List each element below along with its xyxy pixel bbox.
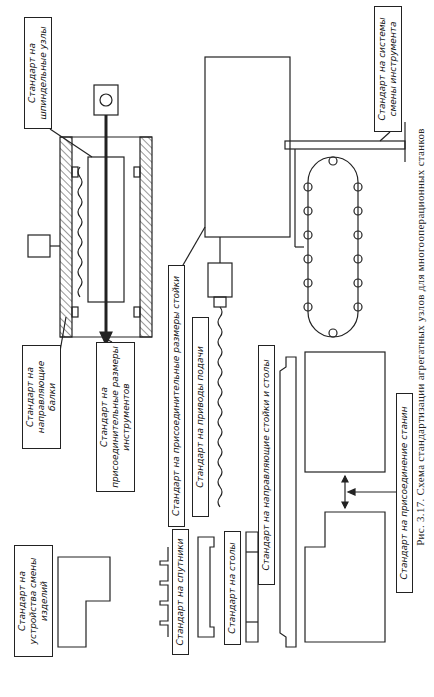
tool-pocket	[354, 303, 362, 311]
guide-block	[72, 307, 78, 317]
table-slot	[246, 621, 258, 622]
tool-pocket	[354, 279, 362, 287]
tool-pockets	[304, 157, 362, 337]
standard-box: Стандарт на шпиндельные узлы	[24, 17, 52, 129]
box-label: Стандарт на присоединительные размеры ин…	[99, 346, 132, 488]
motor-shaft	[50, 245, 60, 246]
tool-pocket	[304, 207, 312, 215]
column-stand	[205, 57, 290, 237]
standard-box: Стандарт на направляющие стойки и столы	[258, 345, 275, 585]
t-slot-profile	[160, 547, 168, 637]
guide-block	[72, 167, 78, 177]
pointer-arrow	[350, 491, 396, 492]
tool-pocket	[304, 303, 312, 311]
standard-box: Стандарт на устройства смены изделий	[14, 545, 53, 657]
left-bed	[305, 512, 385, 642]
box-label: Стандарт на приводы подачи	[195, 321, 206, 513]
tool-pocket	[354, 207, 362, 215]
table-slot	[246, 551, 258, 552]
box-label: Стандарт на шпиндельные узлы	[27, 21, 49, 125]
spindle-shaft	[105, 115, 108, 332]
beam-wall	[140, 137, 152, 337]
drive-link	[219, 237, 220, 263]
right-bed	[305, 352, 385, 472]
coupling	[214, 297, 226, 307]
box-label: Стандарт на присоединение станин	[399, 397, 410, 589]
spindle-motor	[94, 85, 118, 115]
post-arm	[294, 149, 295, 247]
post-base	[404, 122, 405, 162]
chain-post	[285, 141, 405, 149]
motor-symbol	[100, 94, 112, 106]
figure-caption: Рис. 3.17. Схема стандартизации агрегатн…	[414, 37, 426, 637]
box-label: Стандарт на направляющие стойки и столы	[261, 349, 272, 581]
tool-pocket	[354, 231, 362, 239]
standard-box: Стандарт на присоединительные размеры ст…	[168, 265, 185, 527]
leader-line	[380, 132, 390, 141]
feed-screw	[218, 307, 222, 507]
guide-block	[134, 307, 140, 317]
feed-drive-motor	[208, 263, 232, 297]
tool-pocket	[354, 183, 362, 191]
tool-pocket	[354, 255, 362, 263]
tool-pocket	[304, 231, 312, 239]
lead-screw	[78, 167, 82, 297]
workpiece	[58, 557, 110, 647]
table	[246, 532, 258, 642]
tool-pocket	[329, 329, 337, 337]
standard-box: Стандарт на присоединение станин	[396, 393, 413, 593]
leader-line	[50, 129, 92, 157]
post-arm	[295, 246, 304, 247]
standard-box: Стандарт на направляющие балки	[22, 345, 61, 449]
standard-box: Стандарт на присоединительные размеры ин…	[96, 342, 135, 492]
standard-box: Стандарт на приводы подачи	[192, 317, 209, 517]
box-label: Стандарт на направляющие балки	[25, 349, 58, 445]
tool-pocket	[329, 157, 337, 165]
tool-pocket	[304, 279, 312, 287]
box-label: Стандарт на спутники	[175, 533, 186, 651]
guide-block	[134, 167, 140, 177]
standard-box: Стандарт на спутники	[172, 529, 189, 655]
guide-rail	[280, 357, 296, 647]
tool-pocket	[304, 183, 312, 191]
arrow-head	[348, 489, 355, 495]
box-label: Стандарт на столы	[227, 535, 238, 641]
standard-box: Стандарт на системы смены инструмента	[374, 6, 402, 132]
beam-wall	[60, 137, 72, 337]
tool-chain	[308, 157, 358, 337]
standard-box: Стандарт на столы	[224, 531, 241, 645]
box-label: Стандарт на системы смены инструмента	[377, 10, 399, 128]
box-label: Стандарт на присоединительные размеры ст…	[171, 269, 182, 523]
box-label: Стандарт на устройства смены изделий	[17, 549, 50, 653]
tool-pocket	[304, 255, 312, 263]
pallet	[198, 537, 214, 637]
feed-motor	[28, 235, 50, 257]
